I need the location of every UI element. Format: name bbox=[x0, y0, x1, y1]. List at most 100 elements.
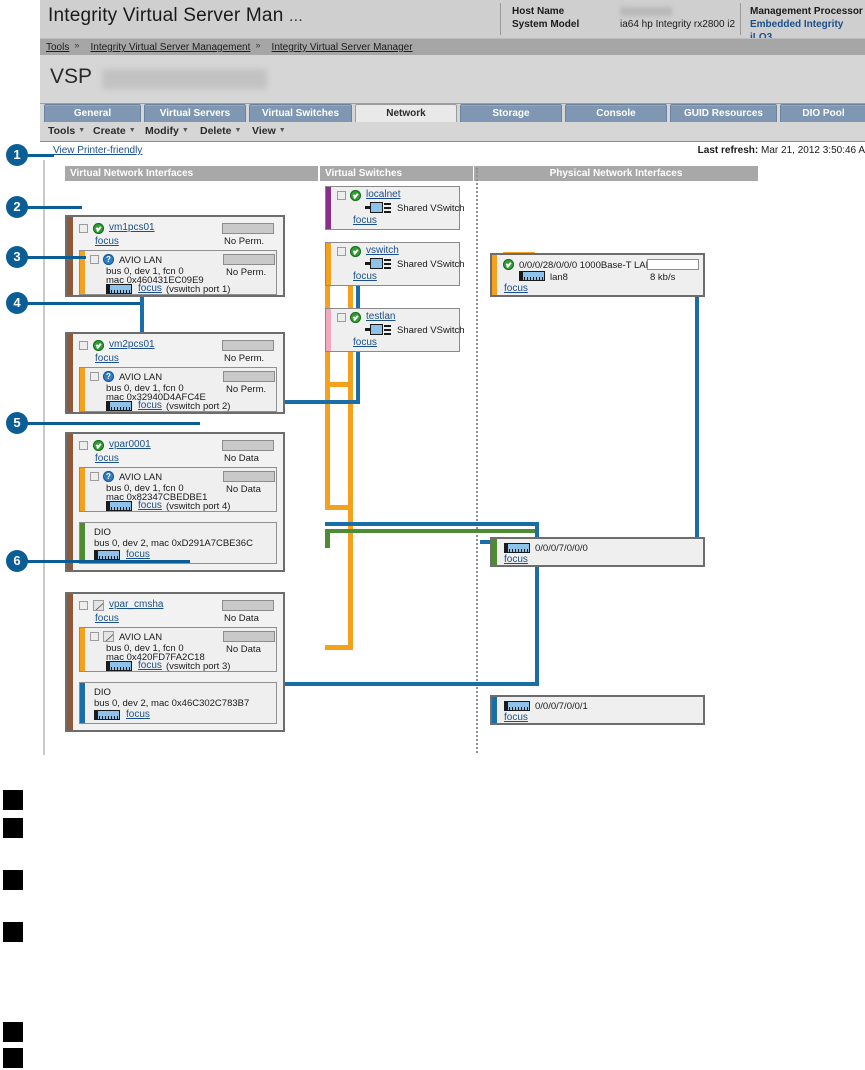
nic-icon bbox=[106, 661, 132, 671]
vswitch-type: Shared VSwitch bbox=[397, 259, 465, 270]
connector-orange bbox=[325, 252, 330, 510]
menu-view[interactable]: View▼ bbox=[252, 125, 286, 137]
tab-virtual-switches[interactable]: Virtual Switches bbox=[249, 104, 352, 122]
vnic-focus-link[interactable]: focus bbox=[138, 500, 162, 511]
column-headers: Virtual Network Interfaces Virtual Switc… bbox=[65, 166, 758, 181]
tab-virtual-servers[interactable]: Virtual Servers bbox=[144, 104, 246, 122]
vni-checkbox[interactable] bbox=[79, 441, 88, 450]
vnic-gauge-status: No Data bbox=[226, 644, 261, 655]
pni-focus-link[interactable]: focus bbox=[504, 554, 528, 565]
callout-leader-5 bbox=[24, 422, 200, 425]
menu-tools[interactable]: Tools▼ bbox=[48, 125, 86, 137]
breadcrumb-item-ivsmanager[interactable]: Integrity Virtual Server Manager bbox=[271, 42, 413, 53]
pni-hw-path: 0/0/0/7/0/0/1 bbox=[535, 701, 588, 712]
tab-guid-resources[interactable]: GUID Resources bbox=[670, 104, 777, 122]
tab-general[interactable]: General bbox=[44, 104, 141, 122]
vni-focus-link[interactable]: focus bbox=[95, 353, 119, 364]
tab-network[interactable]: Network bbox=[355, 104, 457, 122]
vni-name-link[interactable]: vpar_cmsha bbox=[109, 599, 164, 610]
legend-block-3 bbox=[3, 870, 23, 890]
vnic-child-node: ? AVIO LAN bus 0, dev 1, fcn 0 mac 0x823… bbox=[79, 467, 277, 512]
menu-delete[interactable]: Delete▼ bbox=[200, 125, 242, 137]
question-icon: ? bbox=[103, 371, 114, 382]
system-model-value: ia64 hp Integrity rx2800 i2 bbox=[620, 19, 736, 30]
pni-accent-bar bbox=[492, 255, 497, 295]
vswitch-node: testlan Shared VSwitch focus bbox=[325, 308, 465, 352]
vnic-focus-link[interactable]: focus bbox=[138, 283, 162, 294]
vswitch-name-link[interactable]: testlan bbox=[366, 311, 396, 322]
pni-focus-link[interactable]: focus bbox=[504, 283, 528, 294]
dio-child-node: DIO bus 0, dev 2, mac 0x46C302C783B7 foc… bbox=[79, 682, 277, 724]
vni-focus-link[interactable]: focus bbox=[95, 453, 119, 464]
connector-orange bbox=[325, 505, 353, 510]
vni-name-link[interactable]: vpar0001 bbox=[109, 439, 151, 450]
tab-storage[interactable]: Storage bbox=[460, 104, 562, 122]
breadcrumb-item-ivsmgmt[interactable]: Integrity Virtual Server Management bbox=[90, 42, 251, 53]
vswitch-checkbox[interactable] bbox=[337, 191, 346, 200]
chevron-down-icon: ▼ bbox=[234, 127, 242, 134]
vni-usage-gauge bbox=[222, 440, 274, 451]
tab-console[interactable]: Console bbox=[565, 104, 667, 122]
vnic-focus-link[interactable]: focus bbox=[138, 660, 162, 671]
menu-modify[interactable]: Modify▼ bbox=[145, 125, 189, 137]
vni-checkbox[interactable] bbox=[79, 341, 88, 350]
vnic-child-node: AVIO LAN bus 0, dev 1, fcn 0 mac 0x420FD… bbox=[79, 627, 277, 672]
vni-name-link[interactable]: vm1pcs01 bbox=[109, 222, 155, 233]
vswitch-name-link[interactable]: localnet bbox=[366, 189, 401, 200]
vnic-accent-bar bbox=[80, 368, 85, 411]
mgmt-processor-label: Management Processor bbox=[750, 6, 863, 17]
vswitch-focus-link[interactable]: focus bbox=[353, 337, 377, 348]
vswitch-focus-link[interactable]: focus bbox=[353, 215, 377, 226]
vnic-checkbox[interactable] bbox=[90, 372, 99, 381]
callout-leader-3 bbox=[24, 256, 86, 259]
vnic-accent-bar bbox=[80, 251, 85, 294]
pni-node: 0/0/0/7/0/0/0 focus bbox=[490, 537, 705, 567]
vni-name-link[interactable]: vm2pcs01 bbox=[109, 339, 155, 350]
pni-accent-bar bbox=[492, 539, 497, 565]
nic-icon bbox=[106, 401, 132, 411]
tab-dio-pool[interactable]: DIO Pool bbox=[780, 104, 865, 122]
dio-focus-link[interactable]: focus bbox=[126, 549, 150, 560]
menu-create[interactable]: Create▼ bbox=[93, 125, 136, 137]
connector-blue bbox=[225, 682, 535, 686]
vswitch-checkbox[interactable] bbox=[337, 313, 346, 322]
vnic-type: AVIO LAN bbox=[119, 372, 163, 383]
pni-accent-bar bbox=[492, 697, 497, 723]
vsp-label: VSP bbox=[50, 65, 93, 88]
vni-gauge-status: No Perm. bbox=[224, 236, 265, 247]
vni-accent-bar bbox=[67, 594, 73, 730]
ok-icon bbox=[93, 340, 104, 351]
vnic-bus: bus 0, dev 1, fcn 0 bbox=[106, 266, 184, 277]
vni-focus-link[interactable]: focus bbox=[95, 236, 119, 247]
vnic-port: (vswitch port 2) bbox=[166, 401, 231, 412]
nic-icon bbox=[519, 271, 545, 281]
vnic-checkbox[interactable] bbox=[90, 255, 99, 264]
connector-blue bbox=[535, 522, 539, 686]
pni-focus-link[interactable]: focus bbox=[504, 712, 528, 723]
legend-block-2 bbox=[3, 818, 23, 838]
vnic-focus-link[interactable]: focus bbox=[138, 400, 162, 411]
vni-accent-bar bbox=[67, 334, 73, 412]
vni-checkbox[interactable] bbox=[79, 601, 88, 610]
vswitch-name-link[interactable]: vswitch bbox=[366, 245, 399, 256]
vni-focus-link[interactable]: focus bbox=[95, 613, 119, 624]
vswitch-checkbox[interactable] bbox=[337, 247, 346, 256]
nic-icon bbox=[504, 543, 530, 553]
vnic-gauge-status: No Perm. bbox=[226, 267, 267, 278]
view-printer-friendly-link[interactable]: View Printer-friendly bbox=[53, 145, 143, 156]
vnic-checkbox[interactable] bbox=[90, 632, 99, 641]
vnic-usage-gauge bbox=[223, 254, 275, 265]
vnic-checkbox[interactable] bbox=[90, 472, 99, 481]
dio-focus-link[interactable]: focus bbox=[126, 709, 150, 720]
legend-block-6 bbox=[3, 1048, 23, 1068]
mgmt-processor-value[interactable]: Embedded Integrity iLO3 bbox=[750, 19, 844, 43]
vswitch-focus-link[interactable]: focus bbox=[353, 271, 377, 282]
vni-usage-gauge bbox=[222, 223, 274, 234]
vni-checkbox[interactable] bbox=[79, 224, 88, 233]
breadcrumb: Tools » Integrity Virtual Server Managem… bbox=[40, 38, 865, 56]
callout-marker-2: 2 bbox=[6, 196, 28, 218]
breadcrumb-item-tools[interactable]: Tools bbox=[46, 42, 70, 53]
menu-bar: Tools▼ Create▼ Modify▼ Delete▼ View▼ bbox=[40, 122, 865, 142]
connector-green bbox=[325, 529, 537, 533]
callout-leader-6 bbox=[24, 560, 190, 563]
